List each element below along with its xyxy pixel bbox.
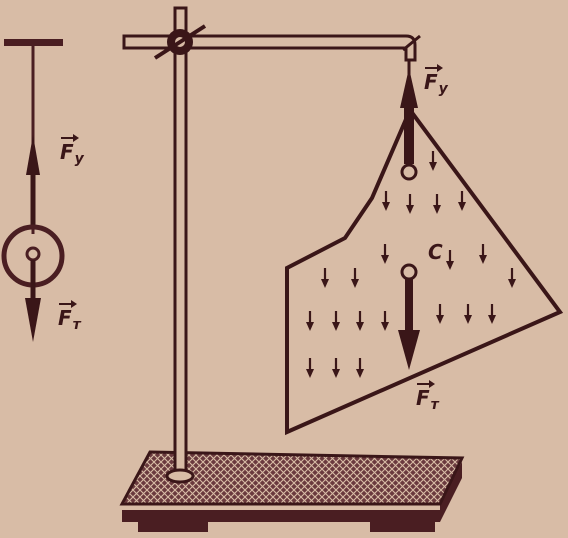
plate-small-arrow-head	[446, 261, 454, 270]
plate-fy-arrow	[400, 68, 418, 108]
plate-small-arrow-head	[488, 315, 496, 324]
label-ft-left: Fт	[58, 300, 81, 333]
plate-small-arrow-head	[406, 205, 414, 214]
plate-small-arrows	[306, 151, 516, 378]
plate-small-arrow-head	[356, 322, 364, 331]
arm-hook	[402, 34, 421, 52]
label-fy-right: Fy	[424, 64, 448, 97]
plate-small-arrow-head	[433, 205, 441, 214]
plate-small-arrow-head	[436, 315, 444, 324]
plate-small-arrow-head	[306, 322, 314, 331]
plate-small-arrow-head	[479, 255, 487, 264]
plate-outline	[285, 106, 564, 436]
plate-small-arrow-head	[356, 369, 364, 378]
plate-small-arrow-head	[429, 162, 437, 171]
label-ft-right: Fт	[416, 380, 439, 413]
plate-small-arrow-head	[464, 315, 472, 324]
plumb-support-bar	[4, 39, 63, 46]
suspended-plate	[285, 60, 564, 436]
label-center-c: C	[428, 240, 443, 264]
stand-rod	[173, 6, 188, 482]
plate-small-arrow-head	[458, 202, 466, 211]
plate-small-arrow-head	[382, 202, 390, 211]
plate-small-arrow-head	[332, 322, 340, 331]
stand-clamp	[153, 24, 207, 60]
plate-small-arrow-head	[321, 279, 329, 288]
stand-base-top	[119, 450, 465, 506]
plate-small-arrow-head	[508, 279, 516, 288]
plumb-bob-center	[25, 246, 41, 262]
plate-small-arrow-head	[332, 369, 340, 378]
plumb-bob-diagram	[1, 39, 65, 342]
plate-small-arrow-head	[351, 279, 359, 288]
plumb-ft-arrow	[25, 298, 41, 342]
plate-small-arrow-head	[381, 255, 389, 264]
plate-ft-arrow	[398, 330, 420, 370]
plumb-fy-arrow	[26, 135, 40, 175]
stand-base-front	[440, 462, 462, 522]
plate-small-arrow-head	[306, 369, 314, 378]
suspension-point	[400, 163, 418, 181]
label-fy-left: Fy	[60, 134, 84, 167]
center-of-mass	[400, 263, 418, 281]
plate-small-arrow-head	[381, 322, 389, 331]
rod-socket	[165, 468, 195, 484]
stand-foot-left	[138, 518, 208, 532]
stand-foot-right	[370, 518, 435, 532]
lab-stand	[119, 6, 465, 532]
